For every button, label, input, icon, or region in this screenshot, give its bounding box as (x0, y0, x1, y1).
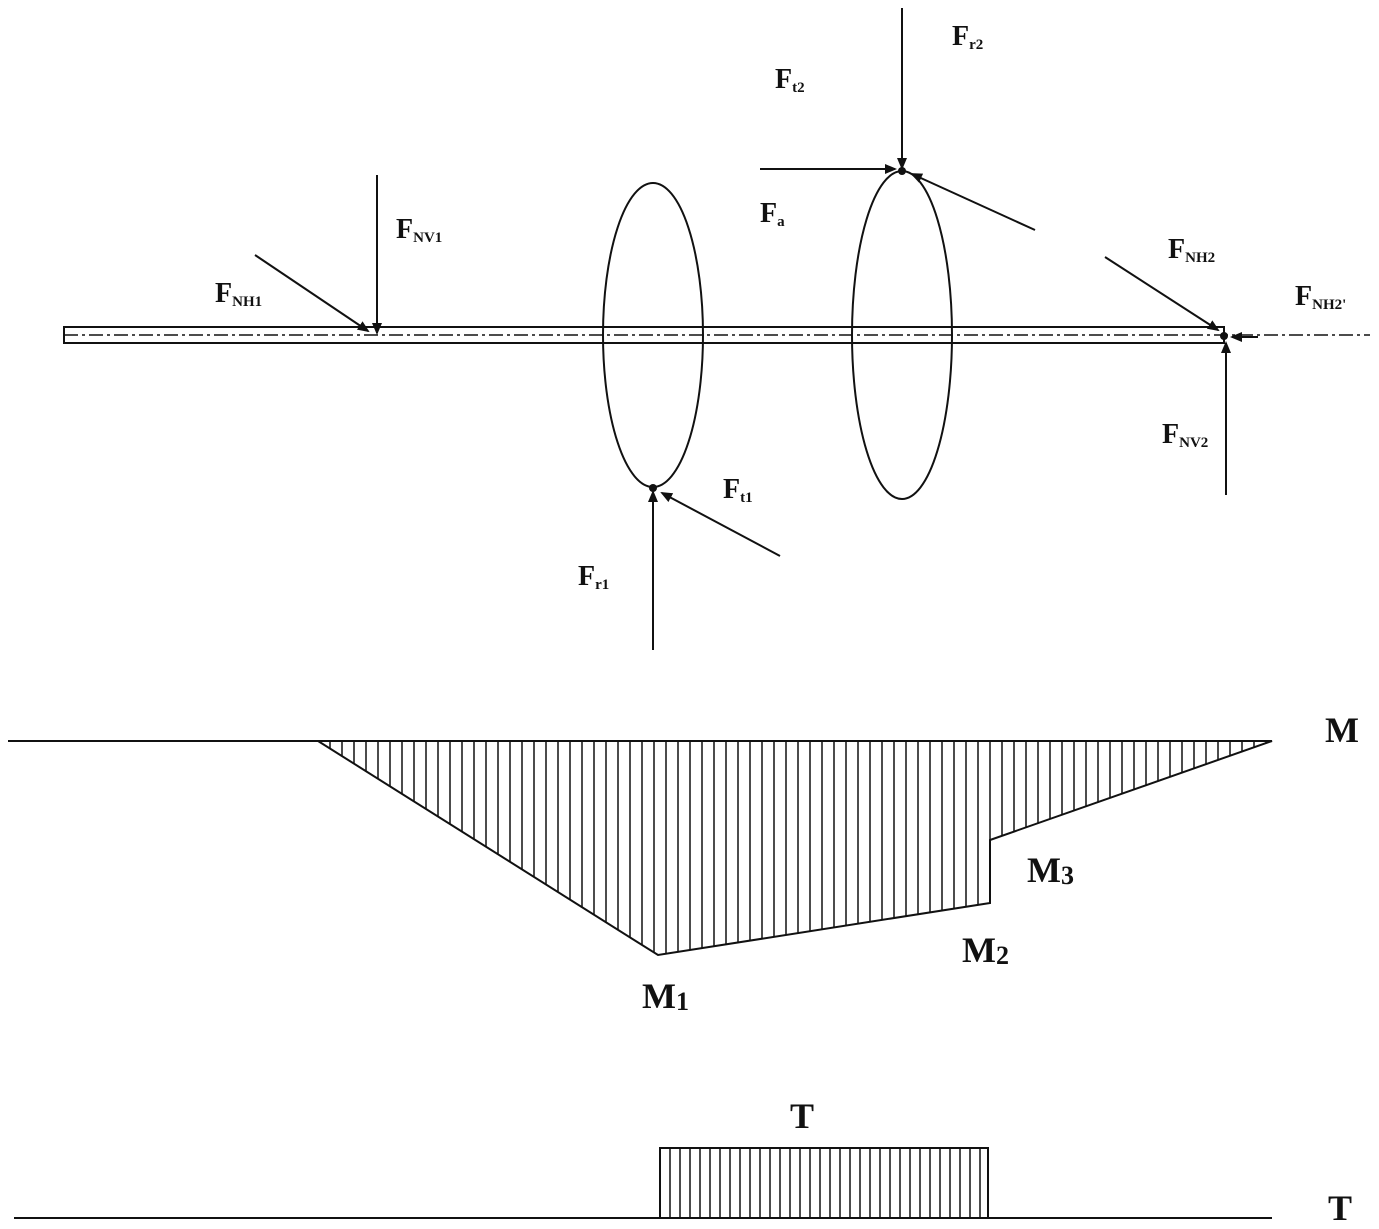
label-fnh2-prime: FNH2' (1295, 281, 1346, 313)
label-fnh2: FNH2 (1168, 234, 1215, 266)
label-t-axis: T (1328, 1188, 1352, 1228)
label-t-top: T (790, 1096, 814, 1136)
label-m3: M3 (1027, 850, 1074, 890)
label-m1: M1 (642, 976, 689, 1016)
right-bearing-forces (1104, 256, 1258, 495)
left-bearing-forces (254, 175, 382, 335)
label-m: M (1325, 710, 1359, 750)
gear-1-forces (648, 484, 781, 650)
label-fnv1: FNV1 (396, 214, 442, 246)
torque-diagram (14, 1147, 1272, 1219)
label-fnh1: FNH1 (215, 278, 262, 310)
label-fnv2: FNV2 (1162, 419, 1208, 451)
label-ft1: Ft1 (723, 474, 753, 506)
label-fa: Fa (760, 198, 785, 230)
bending-moment-diagram (8, 740, 1273, 957)
gear-2-forces (760, 8, 1036, 231)
label-fr2: Fr2 (952, 21, 983, 53)
label-ft2: Ft2 (775, 64, 805, 96)
label-m2: M2 (962, 930, 1009, 970)
shaft (63, 326, 1370, 344)
label-fr1: Fr1 (578, 561, 609, 593)
